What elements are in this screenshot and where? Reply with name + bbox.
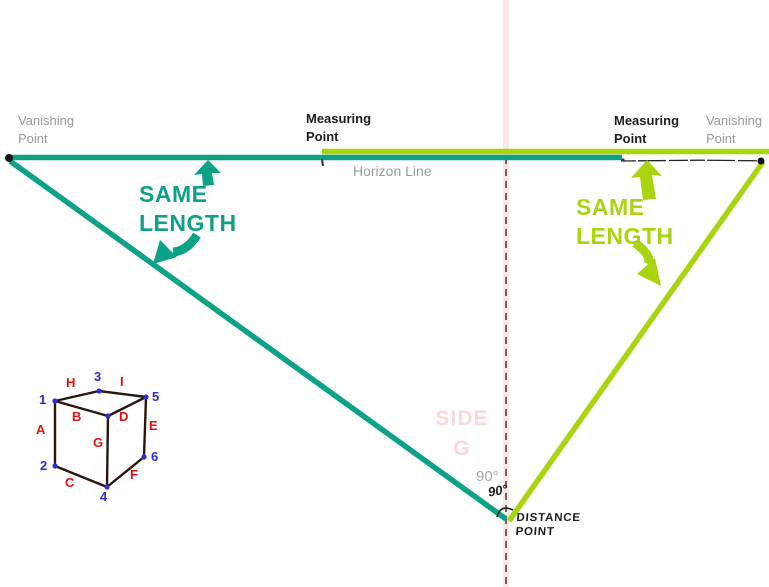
cube-edge-D: [106, 395, 148, 418]
distance-point-label: DISTANCE POINT: [515, 512, 582, 539]
cube-edge-label-F: F: [130, 467, 138, 482]
cube-vertex-label-5: 5: [152, 389, 160, 404]
cube-edge-label-G: G: [93, 435, 104, 450]
up-arrow-right: [631, 160, 662, 200]
cube-edge-label-H: H: [66, 375, 76, 390]
curved-arrow-right-head: [637, 258, 661, 286]
cube-vertex-dots: [52, 388, 149, 490]
right-angle-arc: [496, 507, 514, 518]
cube-vertex-dot-3: [96, 388, 102, 394]
vanishing-point-left-label: Vanishing Point: [18, 113, 75, 146]
cube-edge-label-I: I: [120, 374, 124, 389]
cube-edge-label-C: C: [65, 475, 75, 490]
measuring-point-tick-center: [321, 158, 324, 167]
left-vanishing-point-dot: [5, 154, 13, 162]
cube-edge-label-E: E: [149, 418, 158, 433]
cube-edge-I: [97, 389, 148, 399]
cube-vertex-label-2: 2: [40, 458, 48, 473]
right-diagonal-line: [506, 160, 766, 523]
side-g-watermark-label: SIDE G: [435, 407, 489, 461]
measuring-point-right-label: Measuring Point: [614, 113, 680, 146]
cube-vertex-label-1: 1: [39, 392, 47, 407]
left-diagonal-line: [8, 158, 508, 522]
vanishing-point-right-label: Vanishing Point: [706, 113, 763, 146]
cube-edge-H: [53, 389, 101, 403]
cube-vertex-dot-1: [52, 398, 58, 404]
cube-vertex-dot-center: [105, 413, 111, 419]
cube-edge-E: [142, 395, 148, 459]
cube-wireframe: [53, 389, 148, 489]
measuring-point-tick-right: [621, 158, 625, 162]
angle-90-gray-label: 90°: [476, 468, 499, 485]
cube-edge-label-D: D: [119, 409, 129, 424]
cube-edge-B: [53, 399, 110, 418]
curved-arrow-right-shaft: [632, 239, 654, 266]
cube-vertex-label-6: 6: [151, 449, 159, 464]
cube-edge-G: [105, 414, 110, 489]
cube-edge-F: [105, 455, 146, 489]
right-vanishing-point-dot: [757, 157, 765, 165]
thin-horizon-line: [620, 159, 765, 162]
up-arrow-left: [194, 160, 221, 186]
cube-vertex-dot-6: [141, 454, 147, 460]
same-length-right-label: SAME LENGTH: [576, 194, 674, 249]
cube-vertex-dot-4: [104, 484, 110, 490]
cube-edge-label-B: B: [72, 409, 82, 424]
curved-arrow-left-shaft: [172, 232, 201, 257]
cube-edge-label-A: A: [36, 422, 46, 437]
cube-vertex-dot-5: [143, 394, 149, 400]
cube-vertex-label-4: 4: [100, 489, 108, 504]
cube-vertex-label-3: 3: [94, 369, 102, 384]
cube-vertex-dot-2: [52, 463, 58, 469]
curved-arrow-left-head: [153, 240, 177, 264]
cube-edge-C: [53, 464, 109, 489]
measuring-point-center-label: Measuring Point: [306, 111, 372, 144]
horizon-line-label: Horizon Line: [353, 163, 432, 179]
same-length-left-label: SAME LENGTH: [139, 181, 237, 236]
